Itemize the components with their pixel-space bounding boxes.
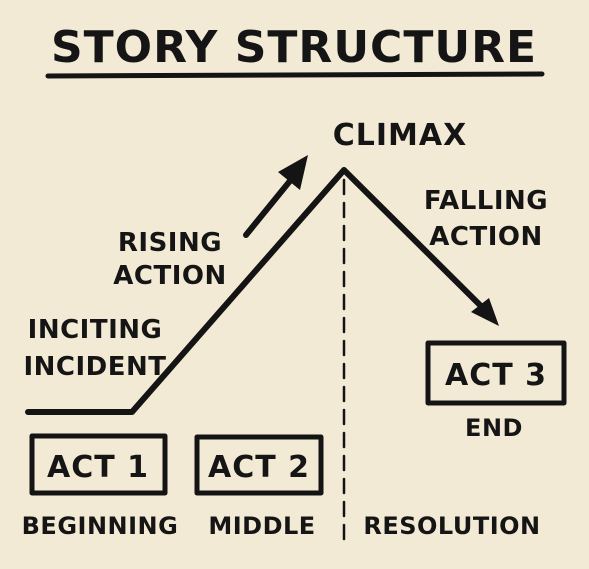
falling-action-arrowhead xyxy=(471,298,499,326)
resolution-label: RESOLUTION xyxy=(363,512,540,540)
page-title: STORY STRUCTURE xyxy=(51,22,537,73)
act-3-caption: END xyxy=(465,414,523,442)
act-2-label: ACT 2 xyxy=(208,450,310,485)
inciting-incident-label-line1: INCITING xyxy=(28,315,163,345)
act-1-box xyxy=(29,433,168,496)
story-arc-line xyxy=(25,167,496,415)
act-1-caption: BEGINNING xyxy=(22,512,179,540)
act-2-caption: MIDDLE xyxy=(208,512,315,540)
climax-label: CLIMAX xyxy=(333,118,468,153)
act-3-box xyxy=(425,340,567,406)
rising-action-arrowhead xyxy=(278,155,308,190)
rising-action-label-line2: ACTION xyxy=(113,261,226,291)
rising-action-label-line1: RISING xyxy=(118,228,222,258)
falling-action-label-line1: FALLING xyxy=(424,186,548,216)
act-3-label: ACT 3 xyxy=(445,358,547,393)
act-2-box xyxy=(194,434,324,496)
title-underline xyxy=(45,71,545,79)
falling-action-label-line2: ACTION xyxy=(429,222,542,252)
rising-action-arrow-shaft xyxy=(243,173,297,238)
inciting-incident-label-line2: INCIDENT xyxy=(23,352,166,382)
act-1-label: ACT 1 xyxy=(47,450,149,485)
